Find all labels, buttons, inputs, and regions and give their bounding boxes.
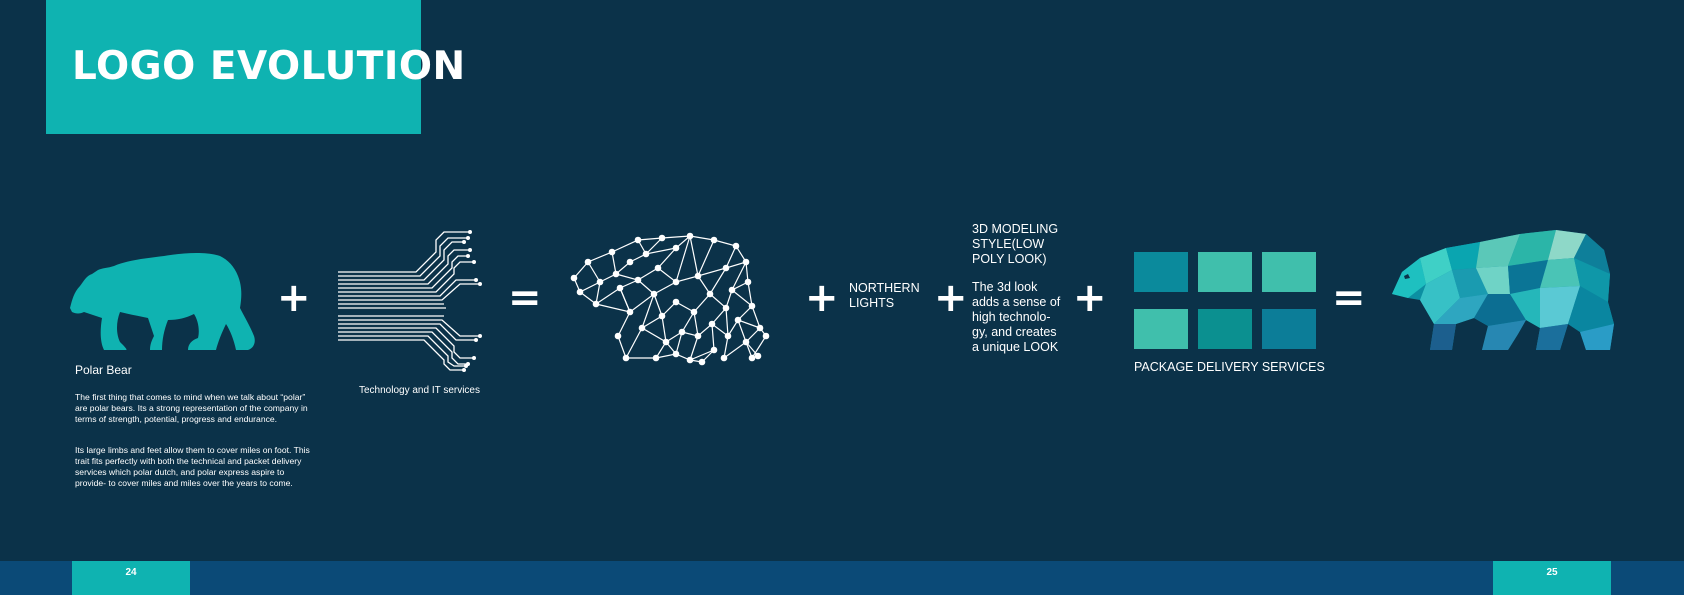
- color-tile-1: [1134, 252, 1188, 292]
- plus-operator-2: +: [805, 275, 839, 321]
- plus-operator-4: +: [1073, 275, 1107, 321]
- plus-operator-3: +: [934, 275, 968, 321]
- equals-operator-1: =: [508, 275, 542, 321]
- modeling-block: 3D MODELING STYLE(LOW POLY LOOK) The 3d …: [972, 222, 1060, 355]
- footer-bar: [0, 561, 1684, 595]
- color-tile-2: [1198, 252, 1252, 292]
- low-poly-bear-icon: [1392, 230, 1614, 350]
- modeling-body-line-3: high technolo-: [972, 310, 1051, 324]
- package-caption: PACKAGE DELIVERY SERVICES: [1134, 360, 1325, 374]
- modeling-body-line-4: gy, and creates: [972, 325, 1057, 339]
- polar-bear-silhouette-icon: [70, 253, 255, 350]
- color-tile-5: [1198, 309, 1252, 349]
- tech-caption: Technology and IT services: [359, 385, 480, 396]
- network-bear-icon: [570, 232, 770, 366]
- plus-operator-1: +: [277, 275, 311, 321]
- page-number-left: 24: [72, 561, 190, 595]
- bear-heading: Polar Bear: [75, 363, 132, 377]
- modeling-body-line-2: adds a sense of: [972, 295, 1061, 309]
- equals-operator-2: =: [1332, 275, 1366, 321]
- modeling-body-line-1: The 3d look: [972, 280, 1038, 294]
- northern-lights-line-1: NORTHERN: [849, 281, 920, 295]
- page-number-right: 25: [1493, 561, 1611, 595]
- northern-lights-line-2: LIGHTS: [849, 296, 895, 310]
- color-tile-4: [1134, 309, 1188, 349]
- modeling-body-line-5: a unique LOOK: [972, 340, 1059, 354]
- modeling-heading-line-1: 3D MODELING: [972, 222, 1059, 236]
- modeling-heading-line-2: STYLE(LOW: [972, 237, 1045, 251]
- bear-paragraph-2: Its large limbs and feet allow them to c…: [75, 445, 310, 488]
- modeling-heading-line-3: POLY LOOK): [972, 252, 1047, 266]
- color-tile-3: [1262, 252, 1316, 292]
- circuit-lines-icon: [338, 230, 482, 372]
- northern-lights-label: NORTHERN LIGHTS: [849, 281, 920, 311]
- color-tile-6: [1262, 309, 1316, 349]
- page-title: LOGO EVOLUTION: [72, 44, 466, 89]
- bear-paragraph-1: The first thing that comes to mind when …: [75, 392, 308, 424]
- title-banner: [46, 0, 421, 134]
